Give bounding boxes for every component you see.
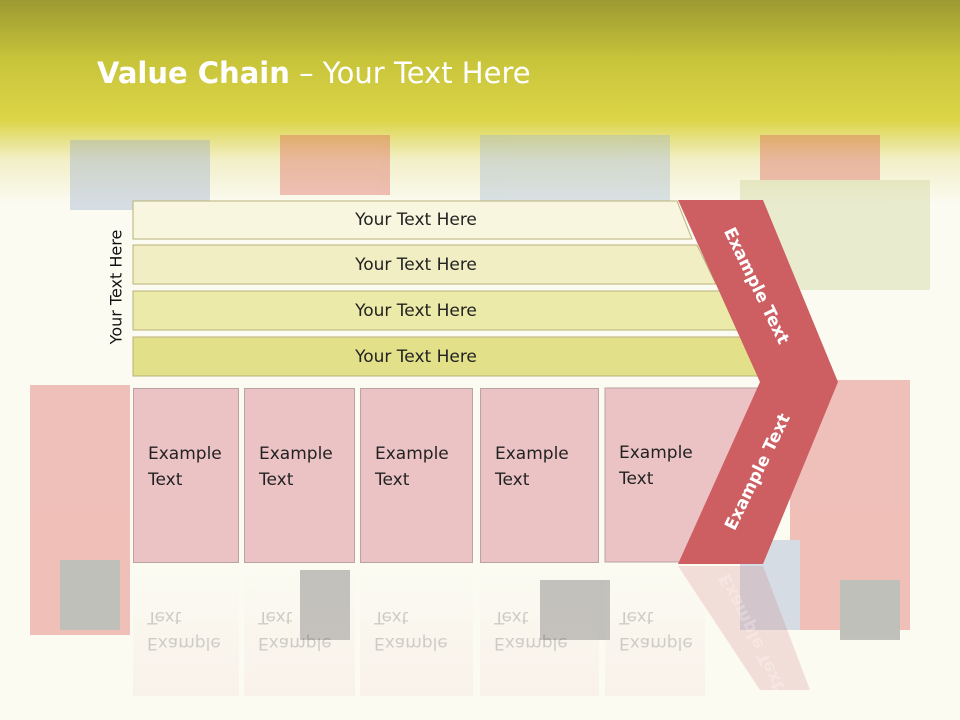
support-bar-1: Your Text Here <box>133 201 699 239</box>
page-title: Value Chain – Your Text Here <box>97 56 531 90</box>
support-bar-4: Your Text Here <box>133 337 699 376</box>
margin-chevron-reflection <box>678 566 810 690</box>
header-band <box>0 0 960 210</box>
support-bar-1-label: Your Text Here <box>355 210 477 230</box>
support-bar-3-label: Your Text Here <box>355 300 477 321</box>
support-bar-1-shape <box>132 200 693 240</box>
support-bar-4-label: Your Text Here <box>355 346 477 367</box>
support-bar-2-label: Your Text Here <box>355 254 477 275</box>
margin-chevron <box>678 200 838 564</box>
support-bar-3: Your Text Here <box>133 291 699 330</box>
support-bar-2: Your Text Here <box>133 245 699 284</box>
